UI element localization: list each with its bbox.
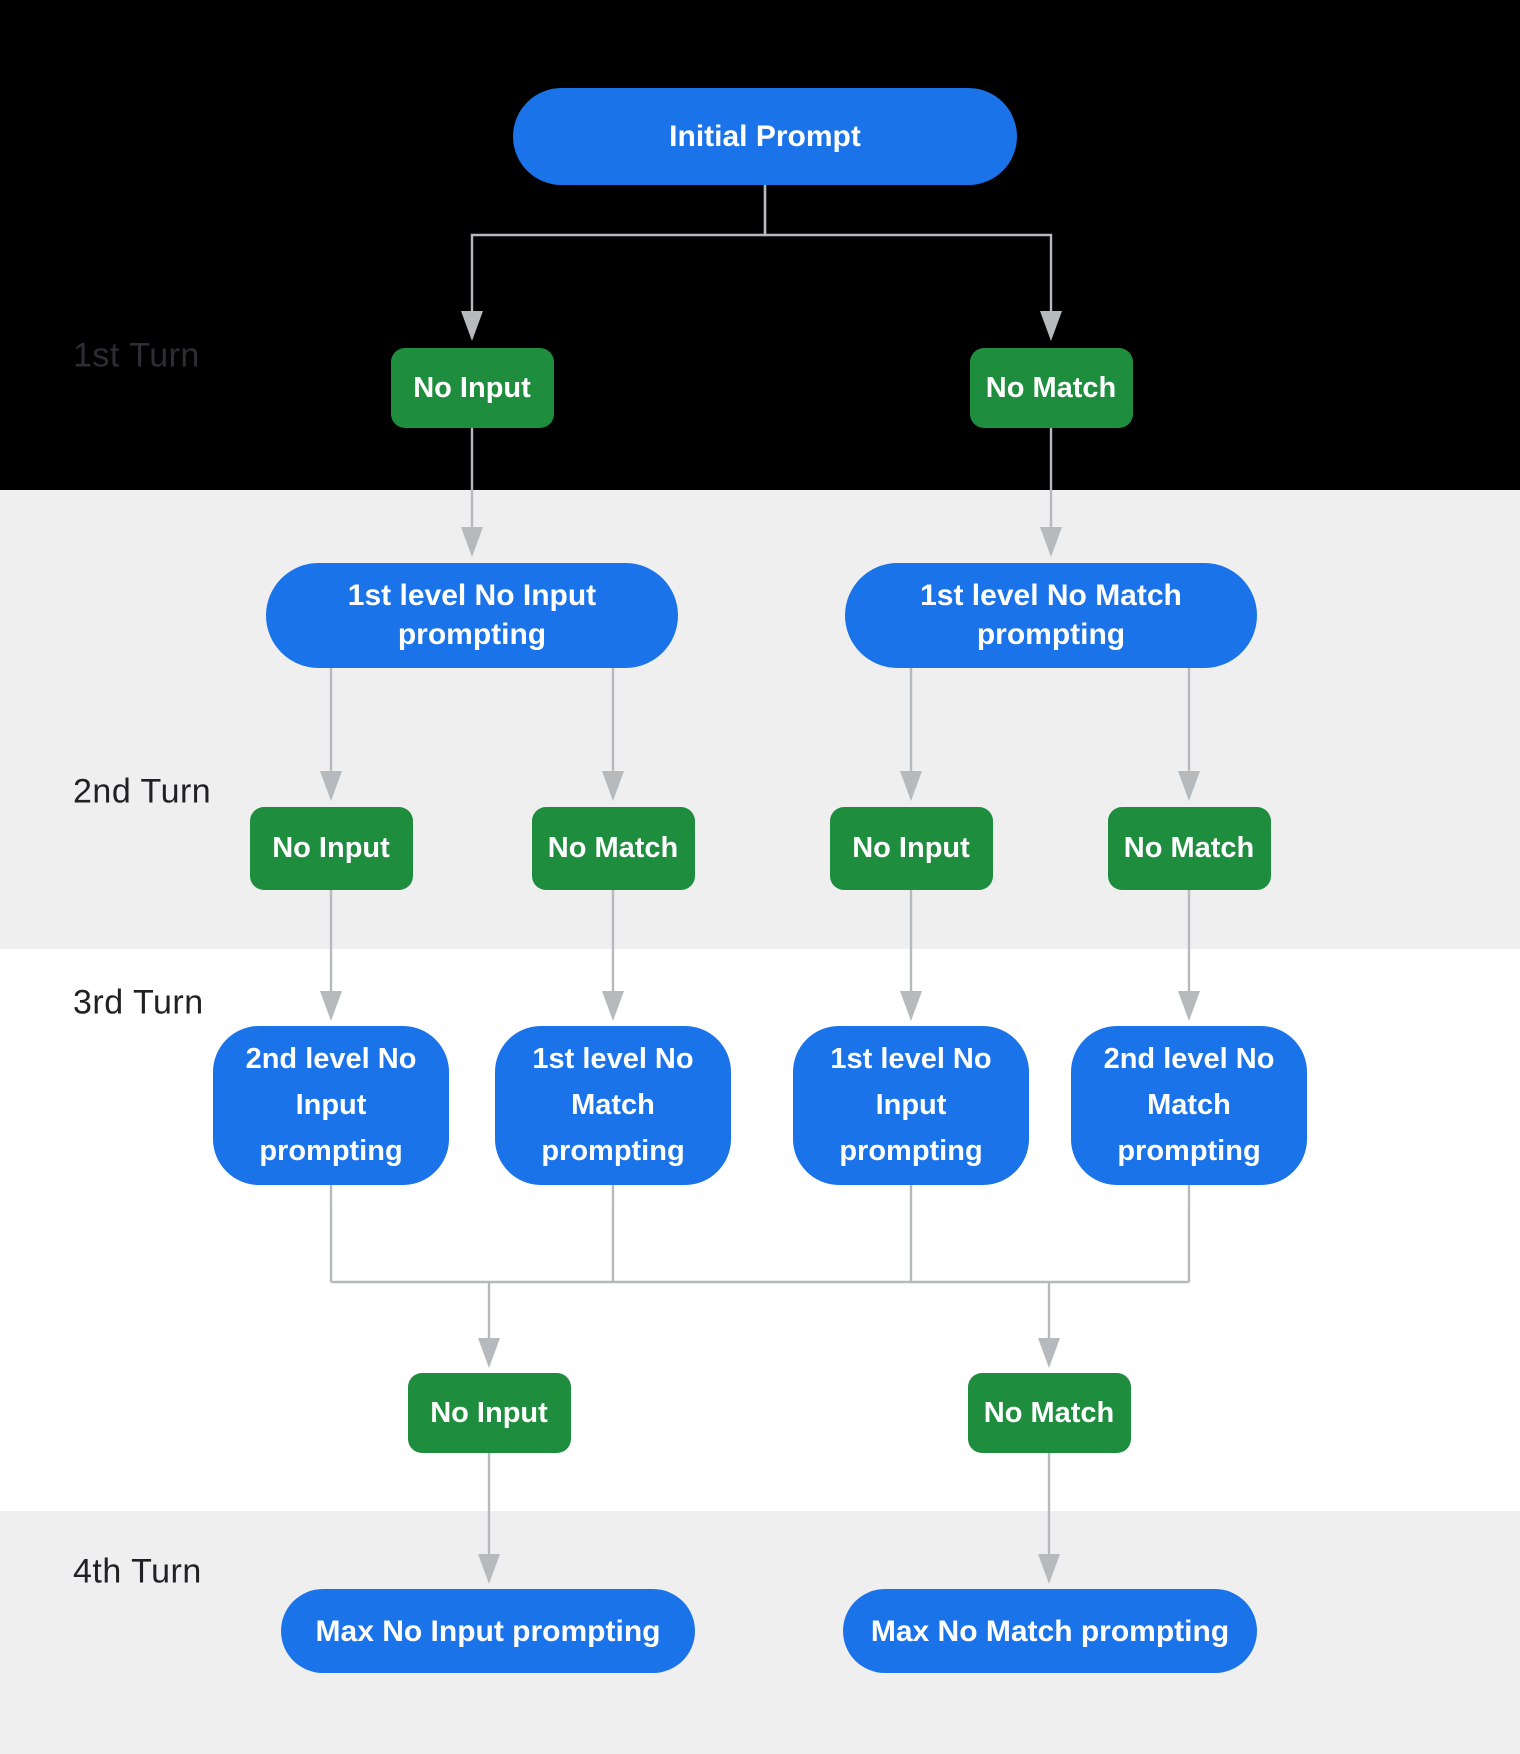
level2-no-input-prompting: 2nd level No Input prompting bbox=[213, 1025, 449, 1185]
turn1-no-input: No Input bbox=[390, 348, 554, 428]
level1-no-match-prompting: 1st level No Match prompting bbox=[845, 562, 1257, 668]
level1-no-input-prompting: 1st level No Input prompting bbox=[266, 562, 678, 668]
turn-2-band bbox=[0, 490, 1520, 949]
turn-1-band bbox=[0, 0, 1520, 490]
turn3-no-input: No Input bbox=[407, 1373, 571, 1453]
level1-no-match-prompting-2: 1st level No Match prompting bbox=[495, 1025, 731, 1185]
turn-label-2: 2nd Turn bbox=[73, 772, 212, 811]
turn2-no-match-left: No Match bbox=[531, 806, 695, 890]
max-no-input-prompting: Max No Input prompting bbox=[281, 1589, 695, 1673]
turn3-no-match: No Match bbox=[967, 1373, 1131, 1453]
initial-prompt: Initial Prompt bbox=[513, 87, 1017, 185]
turn-label-3: 3rd Turn bbox=[73, 983, 204, 1022]
turn-label-1: 1st Turn bbox=[73, 336, 200, 375]
turn-4-band bbox=[0, 1511, 1520, 1754]
turn2-no-input-left: No Input bbox=[249, 806, 413, 890]
level2-no-match-prompting: 2nd level No Match prompting bbox=[1071, 1025, 1307, 1185]
turn-3-band bbox=[0, 949, 1520, 1511]
level1-no-input-prompting-2: 1st level No Input prompting bbox=[793, 1025, 1029, 1185]
turn2-no-match-right: No Match bbox=[1107, 806, 1271, 890]
max-no-match-prompting: Max No Match prompting bbox=[843, 1589, 1257, 1673]
turn-label-4: 4th Turn bbox=[73, 1552, 202, 1591]
turn2-no-input-right: No Input bbox=[829, 806, 993, 890]
turn1-no-match: No Match bbox=[969, 348, 1133, 428]
